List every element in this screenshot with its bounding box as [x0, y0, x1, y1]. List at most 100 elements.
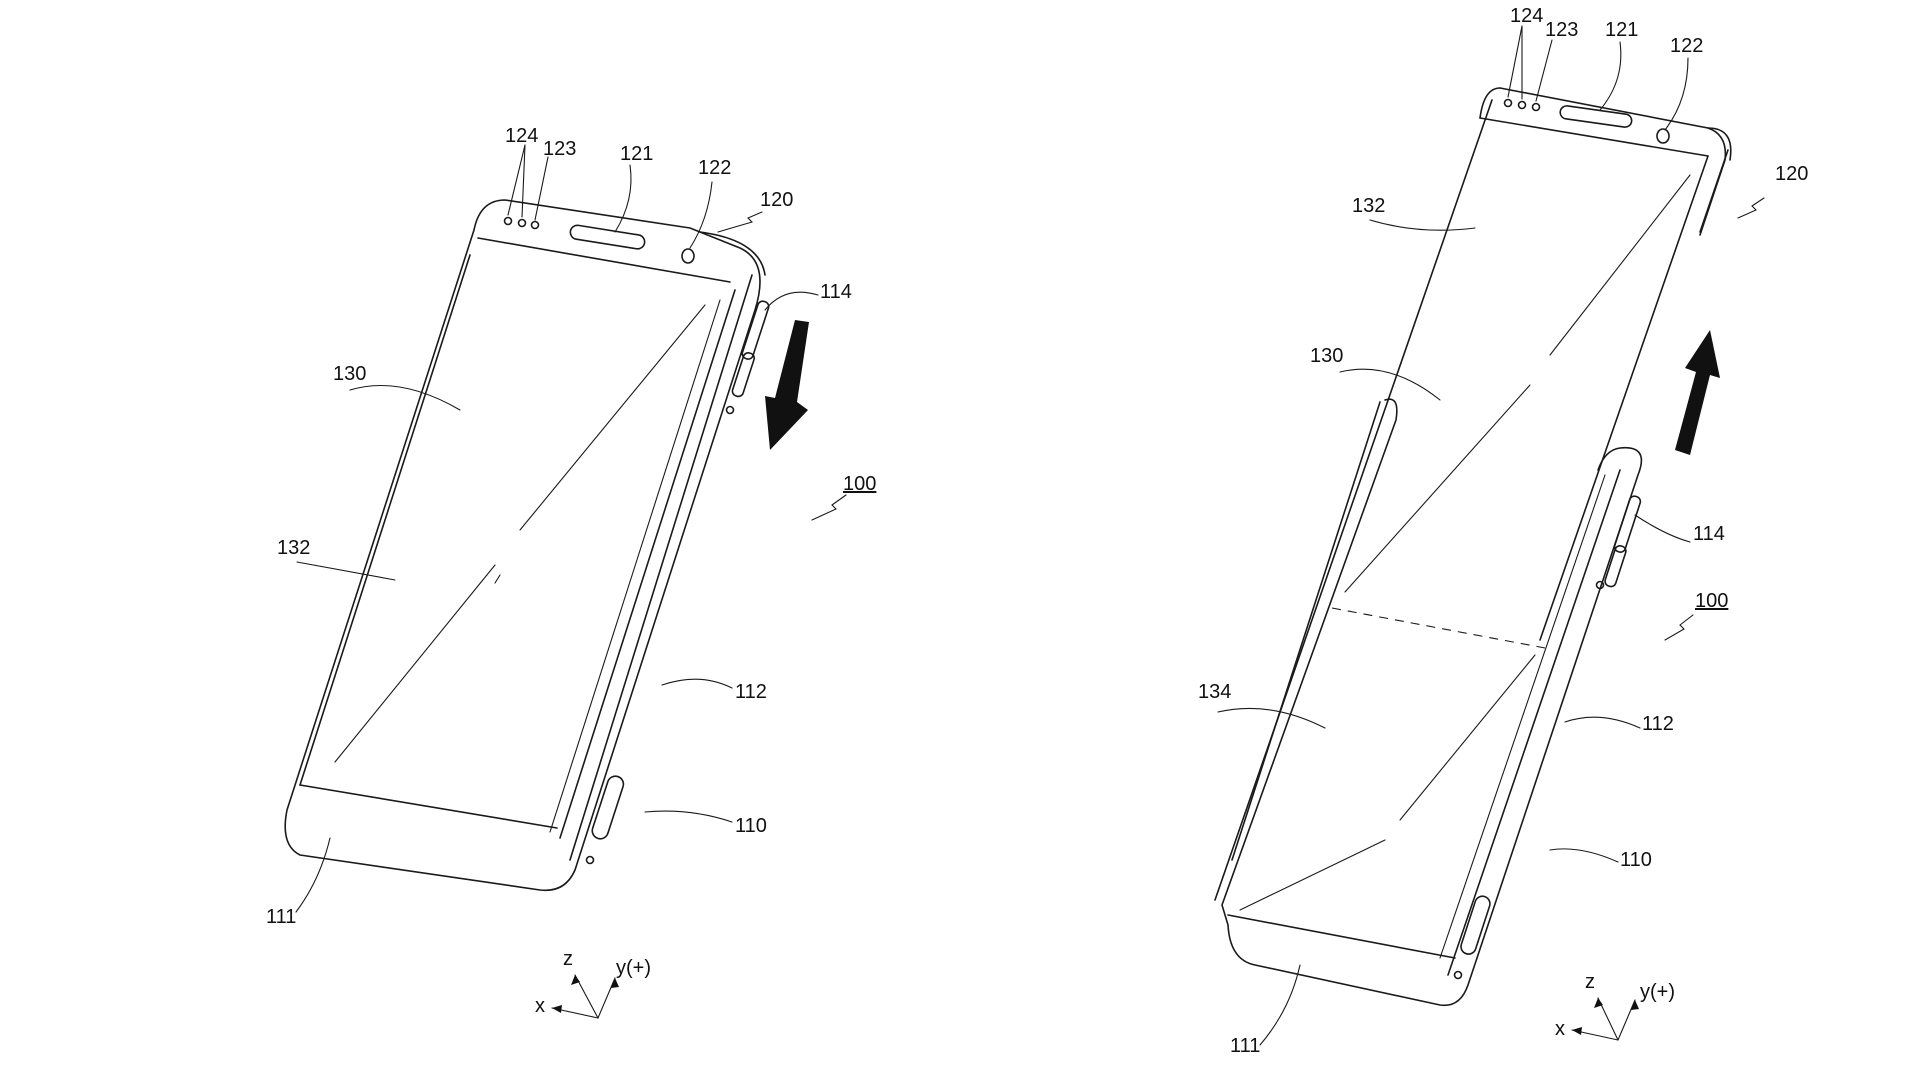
- label-112: 112: [735, 681, 767, 703]
- axis-y-label: y(+): [1640, 981, 1675, 1003]
- speaker-slot: [1559, 105, 1633, 128]
- label-122: 122: [1670, 35, 1703, 57]
- label-120: 120: [1775, 163, 1808, 185]
- extended-panel-top: [1479, 117, 1709, 157]
- display-left-edge: [299, 254, 471, 786]
- bottom-hole: [1453, 970, 1463, 980]
- leader-124: [1507, 25, 1523, 98]
- bottom-port: [591, 775, 625, 840]
- leader-112: [1564, 716, 1641, 729]
- body-left-outer: [1231, 401, 1381, 861]
- label-120: 120: [760, 189, 793, 211]
- axis-x-label: x: [535, 995, 545, 1017]
- leader-120: [1737, 197, 1765, 219]
- leader-124: [507, 144, 526, 216]
- label-121: 121: [1605, 19, 1638, 41]
- body-right-inner: [1447, 469, 1621, 976]
- speaker-slot: [569, 224, 646, 250]
- sensor-1: [503, 216, 513, 226]
- fold-dashed-line: [1331, 607, 1546, 649]
- leader-121: [614, 164, 632, 233]
- label-110: 110: [1620, 849, 1652, 871]
- leader-100: [1664, 614, 1694, 641]
- front-camera: [1656, 128, 1670, 144]
- roller-edge-mid: [549, 299, 721, 833]
- sensor-1: [1503, 98, 1513, 108]
- leader-114: [1634, 514, 1691, 543]
- label-100: 100: [1695, 590, 1728, 612]
- leader-122: [689, 181, 713, 249]
- label-111: 111: [266, 906, 296, 928]
- label-132: 132: [1352, 195, 1385, 217]
- leader-111: [1259, 964, 1301, 1046]
- display-reflection-line-4: [1239, 839, 1386, 911]
- leader-100: [811, 494, 847, 521]
- leader-110: [644, 810, 733, 823]
- top-curve: [699, 231, 766, 276]
- display-reflection-line-1: [1549, 174, 1691, 356]
- axis-y-label: y(+): [616, 957, 651, 979]
- label-121: 121: [620, 143, 653, 165]
- figure-extended-device: 124 123 121 122 120 132 130 114 100 134 …: [1198, 5, 1808, 1057]
- leader-130: [349, 384, 461, 411]
- bottom-bezel-line: [299, 784, 558, 829]
- label-124: 124: [505, 125, 538, 147]
- display-reflection-line-2: [334, 564, 496, 763]
- axes-indicator: z y(+) x: [535, 948, 651, 1019]
- leader-110: [1549, 848, 1619, 863]
- label-130: 130: [1310, 345, 1343, 367]
- display-reflection-line-1: [519, 304, 706, 531]
- leader-112: [661, 678, 733, 689]
- label-112: 112: [1642, 713, 1674, 735]
- axis-x-label: x: [1555, 1018, 1565, 1040]
- side-hole: [725, 405, 735, 415]
- front-camera: [681, 248, 695, 264]
- slide-up-arrow: [1675, 330, 1720, 455]
- slide-down-arrow: [765, 320, 809, 450]
- label-111: 111: [1230, 1035, 1260, 1057]
- leader-134: [1217, 707, 1326, 729]
- sensor-2: [517, 218, 527, 228]
- label-132: 132: [277, 537, 310, 559]
- leader-130: [1339, 368, 1441, 401]
- display-reflection-line-2: [1344, 384, 1531, 593]
- bottom-hole: [585, 855, 595, 865]
- figure-closed-device: 124 123 121 122 120 114 130 100 132 112 …: [266, 125, 876, 1019]
- leader-132: [296, 561, 396, 581]
- label-114: 114: [1693, 523, 1725, 545]
- leader-122: [1664, 57, 1689, 131]
- side-button-bottom: [731, 352, 756, 398]
- display-reflection-line-3: [1399, 654, 1536, 821]
- leader-124b: [521, 144, 526, 218]
- label-100: 100: [843, 473, 876, 495]
- extended-panel-top-outer: [1479, 87, 1501, 119]
- top-roll-curve: [1707, 127, 1732, 161]
- body-outline: [1221, 398, 1643, 1007]
- sensor-3: [530, 220, 540, 230]
- label-134: 134: [1198, 681, 1231, 703]
- label-123: 123: [1545, 19, 1578, 41]
- device-body-outline: [284, 199, 761, 892]
- display-reflection-line-3: [494, 574, 501, 584]
- side-hole: [1595, 580, 1605, 590]
- top-roll-right: [1699, 149, 1729, 233]
- leader-123: [1535, 39, 1553, 102]
- axis-z-label: z: [1585, 971, 1595, 993]
- label-122: 122: [698, 157, 731, 179]
- side-button-top: [741, 300, 770, 360]
- leader-111: [295, 837, 331, 913]
- top-bezel-line: [477, 237, 731, 283]
- label-123: 123: [543, 138, 576, 160]
- sensor-3: [1531, 102, 1541, 112]
- leader-121: [1599, 41, 1622, 111]
- label-114: 114: [820, 281, 852, 303]
- label-124: 124: [1510, 5, 1543, 27]
- bottom-bezel: [1227, 914, 1456, 959]
- side-button-top: [1613, 495, 1642, 553]
- roller-edge-outer: [569, 274, 753, 861]
- roller-edge-inner: [559, 289, 736, 839]
- side-button-bottom: [1604, 544, 1627, 588]
- leader-120: [717, 211, 763, 233]
- extended-panel-left-edge: [1214, 99, 1493, 901]
